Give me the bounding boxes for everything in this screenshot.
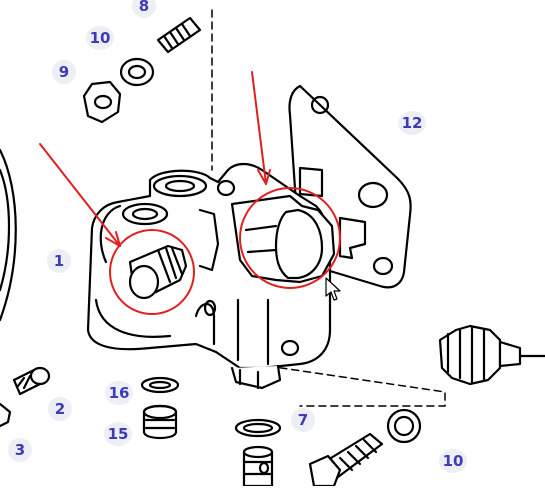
pulley-edge <box>0 148 17 322</box>
highlight-circle-left <box>109 229 195 315</box>
plug-15 <box>142 404 178 440</box>
callout-8: 8 <box>132 0 156 18</box>
pressure-switch <box>438 324 545 386</box>
callout-10-top: 10 <box>86 26 114 50</box>
callout-12: 12 <box>398 111 426 135</box>
left-fitting-bolt <box>128 244 188 300</box>
right-fitting <box>230 194 336 284</box>
callout-2: 2 <box>48 397 72 421</box>
cursor-arrow-icon <box>325 277 341 301</box>
highlight-annotations <box>39 71 341 315</box>
callout-9: 9 <box>52 60 76 84</box>
part-3-edge <box>0 402 12 428</box>
washer-top <box>119 57 155 87</box>
banjo-bolt-bottom <box>242 445 274 488</box>
highlight-arrow-right <box>251 71 267 185</box>
nut-top <box>82 80 122 124</box>
callout-16: 16 <box>105 381 133 405</box>
sealing-ring-16 <box>140 376 180 394</box>
callout-7: 7 <box>291 408 315 432</box>
washer-bottom <box>386 408 422 444</box>
callout-10-bottom: 10 <box>439 449 467 473</box>
small-screw <box>12 366 51 396</box>
callout-1: 1 <box>47 249 71 273</box>
callout-3: 3 <box>8 438 32 462</box>
highlight-circle-right <box>239 187 341 289</box>
long-bolt <box>308 432 384 488</box>
leader-lines <box>211 9 446 407</box>
o-ring-7 <box>234 418 282 438</box>
highlight-arrow-left <box>39 143 121 247</box>
callout-15: 15 <box>104 422 132 446</box>
stud-bolt <box>156 16 202 54</box>
